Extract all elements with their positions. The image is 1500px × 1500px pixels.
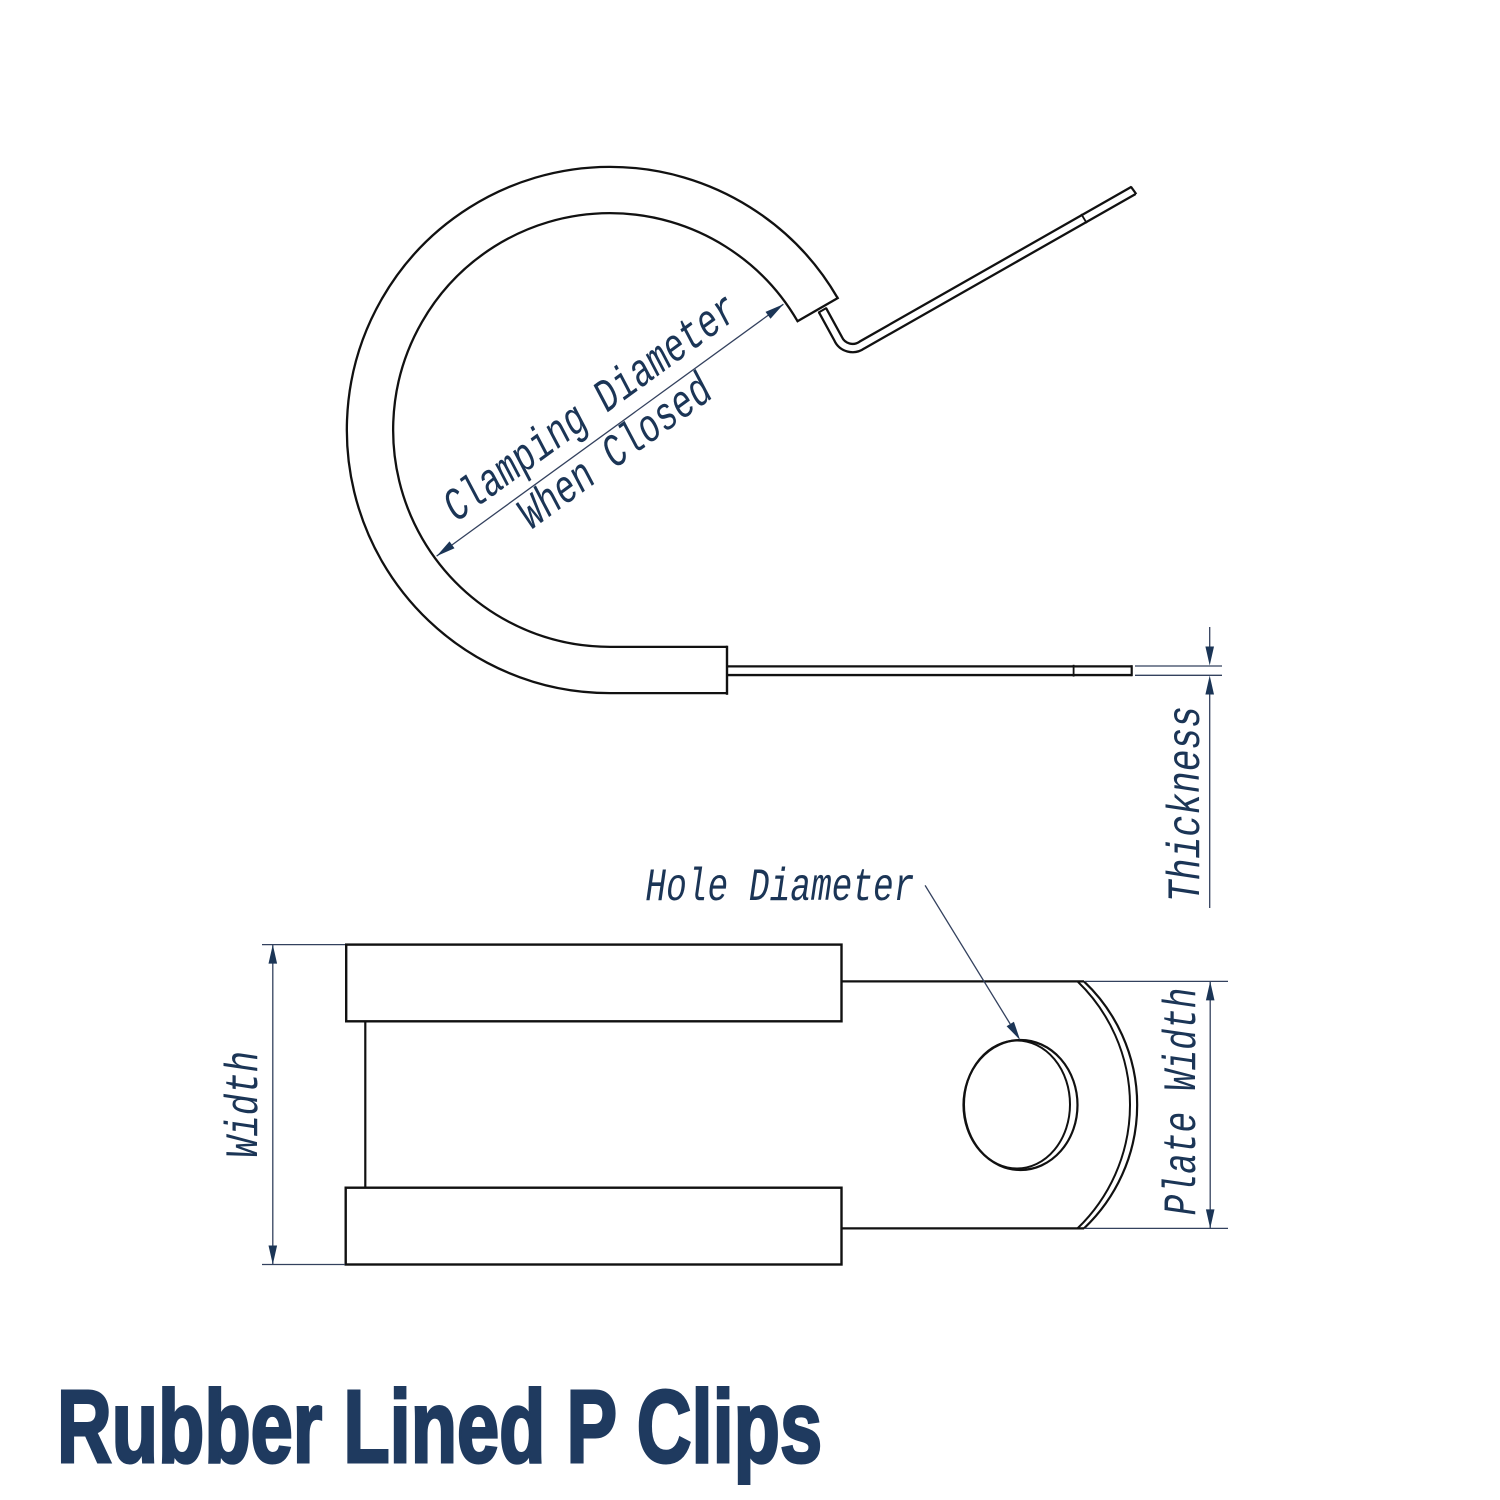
svg-text:Width: Width [220, 1051, 271, 1158]
svg-text:Thickness: Thickness [1161, 706, 1213, 902]
svg-text:Plate Width: Plate Width [1158, 988, 1210, 1216]
svg-text:Rubber Lined P Clips: Rubber Lined P Clips [57, 1370, 822, 1485]
svg-text:Hole Diameter: Hole Diameter [645, 862, 914, 914]
